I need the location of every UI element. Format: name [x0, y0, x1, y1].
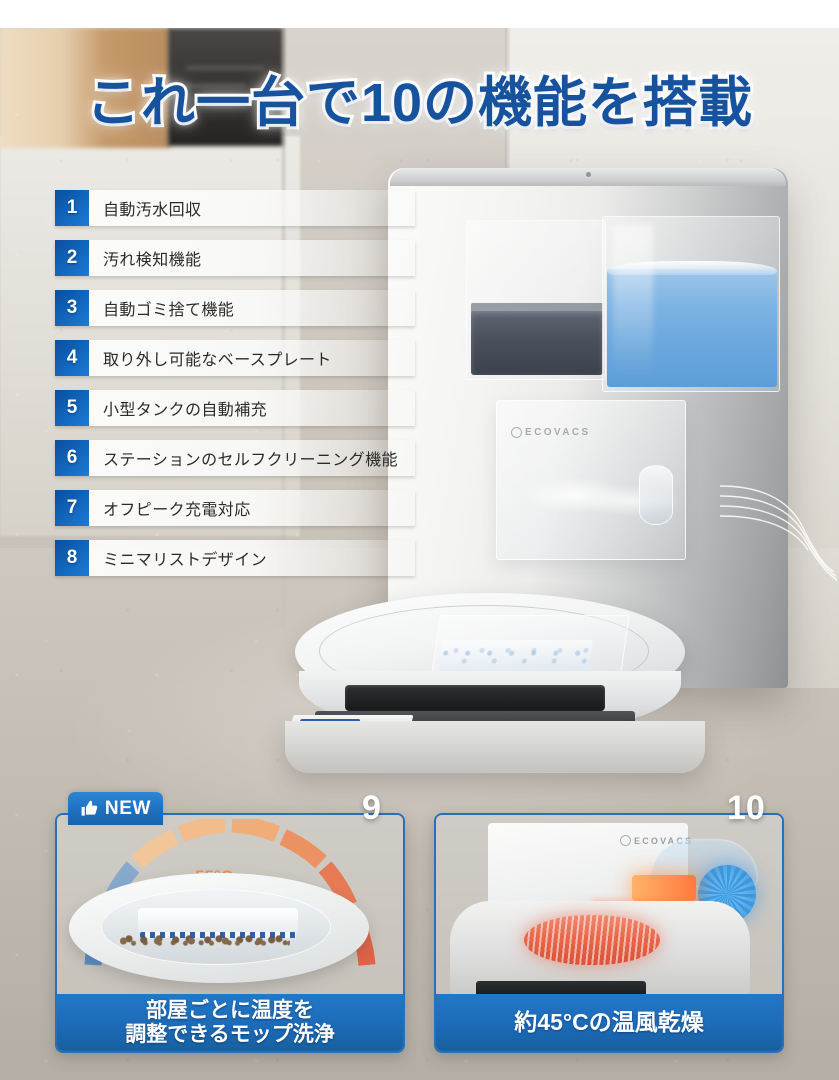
- panel-number-10: 10: [727, 789, 765, 827]
- ecovacs-logo-mark: [511, 427, 522, 438]
- dust-bag: [471, 311, 603, 375]
- feature-item-4: 4 取り外し可能なベースプレート: [55, 340, 415, 376]
- feature-number-badge: 2: [55, 240, 89, 276]
- panel-hot-air-drying: ECOVACS 約45°Cの温風乾燥: [434, 813, 784, 1053]
- feature-number-badge: 6: [55, 440, 89, 476]
- ecovacs-logo: ECOVACS: [511, 427, 591, 438]
- robot-front-slot: [476, 981, 646, 998]
- ecovacs-logo-panel: ECOVACS: [620, 835, 693, 846]
- station-indicator-dot: [586, 172, 591, 177]
- feature-label: ステーションのセルフクリーニング機能: [103, 452, 398, 469]
- feature-label: 小型タンクの自動補充: [103, 402, 268, 419]
- feature-label: ミニマリストデザイン: [103, 552, 268, 569]
- tank-gloss-highlight: [613, 225, 653, 375]
- tray-roller: [639, 465, 673, 525]
- shelf-line: [186, 66, 264, 70]
- feature-label: 取り外し可能なベースプレート: [103, 352, 332, 369]
- station-top-cover: [390, 168, 786, 186]
- heating-element: [632, 875, 696, 901]
- self-cleaning-tray: ECOVACS: [496, 400, 686, 560]
- panel-mop-washing: 40°C 55°C 75°C 部屋ごとに温度を 調整できるモップ洗浄: [55, 813, 405, 1053]
- caption-line-2: 調整できるモップ洗浄: [125, 1022, 335, 1046]
- wall-seam: [282, 28, 285, 628]
- feature-item-8: 8 ミニマリストデザイン: [55, 540, 415, 576]
- new-badge: NEW: [68, 792, 163, 825]
- feature-item-1: 1 自動汚水回収: [55, 190, 415, 226]
- ecovacs-logo-text: ECOVACS: [634, 835, 694, 846]
- robot-sensor-slot: [345, 685, 605, 711]
- dirt-residue: [120, 930, 290, 952]
- panel-mop-washing-caption: 部屋ごとに温度を 調整できるモップ洗浄: [57, 994, 403, 1051]
- panel-hot-air-drying-caption: 約45°Cの温風乾燥: [436, 994, 782, 1051]
- panel-mop-washing-photo: 40°C 55°C 75°C: [57, 815, 403, 998]
- feature-label: 汚れ検知機能: [103, 252, 202, 269]
- feature-number-badge: 5: [55, 390, 89, 426]
- feature-item-2: 2 汚れ検知機能: [55, 240, 415, 276]
- ecovacs-logo-text: ECOVACS: [525, 427, 591, 438]
- top-white-strip: [0, 0, 839, 28]
- page-title: これ一台で10の機能を搭載: [83, 70, 755, 136]
- ecovacs-logo-mark: [620, 835, 631, 846]
- robot-dust-bin-contents: [438, 640, 594, 674]
- feature-list: 1 自動汚水回収 2 汚れ検知機能 3 自動ゴミ捨て機能 4 取り外し可能なベー…: [55, 190, 415, 590]
- feature-item-7: 7 オフピーク充電対応: [55, 490, 415, 526]
- feature-label: オフピーク充電対応: [103, 502, 251, 519]
- robot-vacuum: [285, 593, 705, 773]
- thumbs-up-icon: [81, 800, 98, 816]
- feature-item-6: 6 ステーションのセルフクリーニング機能: [55, 440, 415, 476]
- feature-item-3: 3 自動ゴミ捨て機能: [55, 290, 415, 326]
- feature-number-badge: 3: [55, 290, 89, 326]
- panel-number-9: 9: [362, 789, 381, 827]
- station-base-plate: [285, 721, 705, 773]
- caption-line-1: 約45°Cの温風乾燥: [514, 1008, 704, 1035]
- dust-bag-lip: [471, 303, 603, 313]
- mop-wash-tray: [101, 889, 331, 965]
- feature-item-5: 5 小型タンクの自動補充: [55, 390, 415, 426]
- bottom-panels: 40°C 55°C 75°C 部屋ごとに温度を 調整できるモップ洗浄: [0, 813, 839, 1063]
- background-dark-cabinet: [168, 28, 283, 146]
- feature-number-badge: 8: [55, 540, 89, 576]
- panel-hot-air-drying-photo: ECOVACS: [436, 815, 782, 998]
- caption-line-1: 部屋ごとに温度を: [146, 998, 314, 1022]
- shelf-line: [186, 84, 246, 88]
- dust-bag-compartment: [466, 220, 606, 380]
- feature-number-badge: 1: [55, 190, 89, 226]
- background-wood-cabinet: [0, 28, 170, 148]
- feature-label: 自動ゴミ捨て機能: [103, 302, 235, 319]
- new-badge-label: NEW: [104, 797, 152, 819]
- heated-mop-roller: [524, 915, 660, 965]
- feature-number-badge: 4: [55, 340, 89, 376]
- clean-water-tank: [602, 216, 780, 392]
- feature-label: 自動汚水回収: [103, 202, 202, 219]
- feature-number-badge: 7: [55, 490, 89, 526]
